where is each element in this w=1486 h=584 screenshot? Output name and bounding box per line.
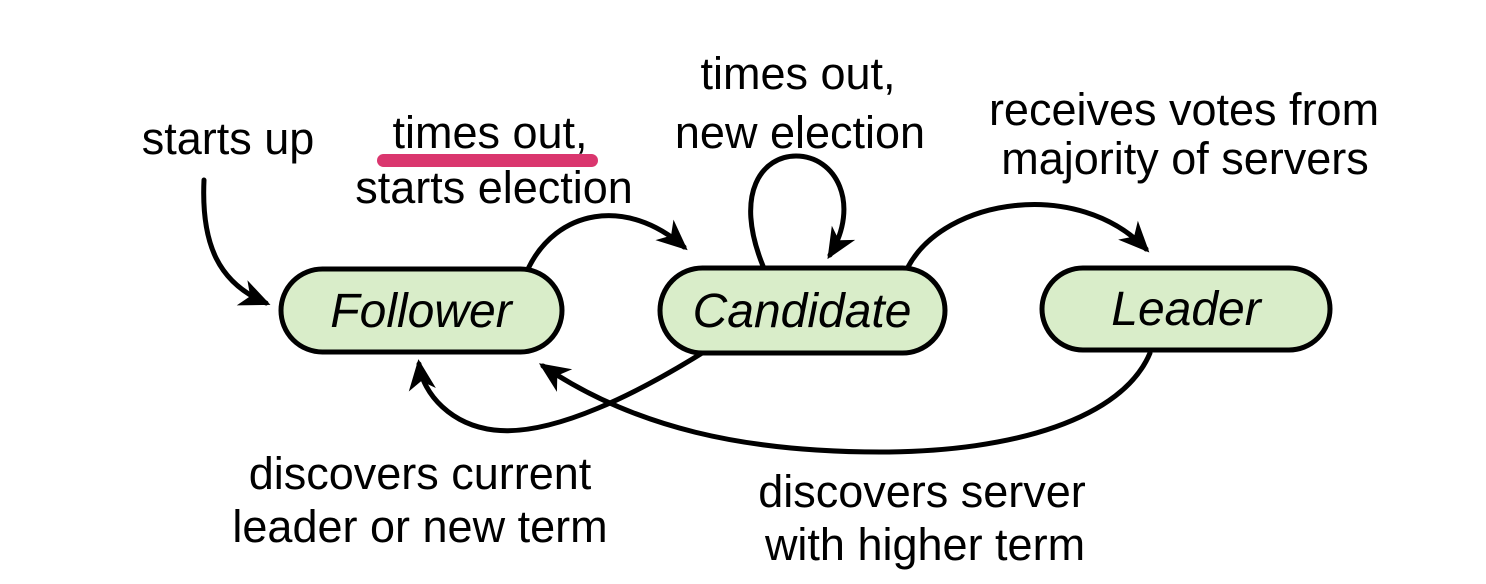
label-follower-to-candidate-line2: starts election — [355, 162, 633, 213]
edge-starts-up — [201, 177, 271, 306]
state-nodes: Follower Candidate Leader — [278, 265, 1333, 356]
transition-labels: starts up times out, starts election tim… — [142, 48, 1379, 570]
label-candidate-to-follower-line2: leader or new term — [232, 501, 607, 552]
label-candidate-self-line2: new election — [675, 107, 925, 158]
label-follower-to-candidate-line1: times out, — [392, 107, 587, 158]
label-leader-to-follower-line2: with higher term — [764, 519, 1085, 570]
highlight-underline — [377, 154, 598, 167]
state-follower-pill — [278, 266, 565, 355]
state-leader-pill — [1039, 265, 1333, 353]
label-candidate-to-leader-line1: receives votes from — [989, 84, 1379, 135]
label-candidate-self-line1: times out, — [700, 48, 895, 99]
edge-follower-to-candidate — [525, 213, 688, 272]
label-candidate-to-follower-line1: discovers current — [249, 448, 592, 499]
state-candidate-label: Candidate — [693, 285, 912, 338]
label-starts-up: starts up — [142, 113, 315, 164]
edge-candidate-to-follower — [408, 347, 710, 434]
edge-candidate-to-leader — [905, 202, 1150, 270]
state-follower-label: Follower — [330, 285, 513, 338]
label-leader-to-follower-line1: discovers server — [758, 466, 1086, 517]
edge-leader-to-follower — [538, 350, 1153, 455]
edge-candidate-self-loop — [748, 153, 856, 269]
label-candidate-to-leader-line2: majority of servers — [1001, 133, 1369, 184]
transition-edges — [201, 153, 1153, 455]
state-leader-label: Leader — [1111, 283, 1262, 336]
state-candidate-pill — [657, 265, 948, 356]
